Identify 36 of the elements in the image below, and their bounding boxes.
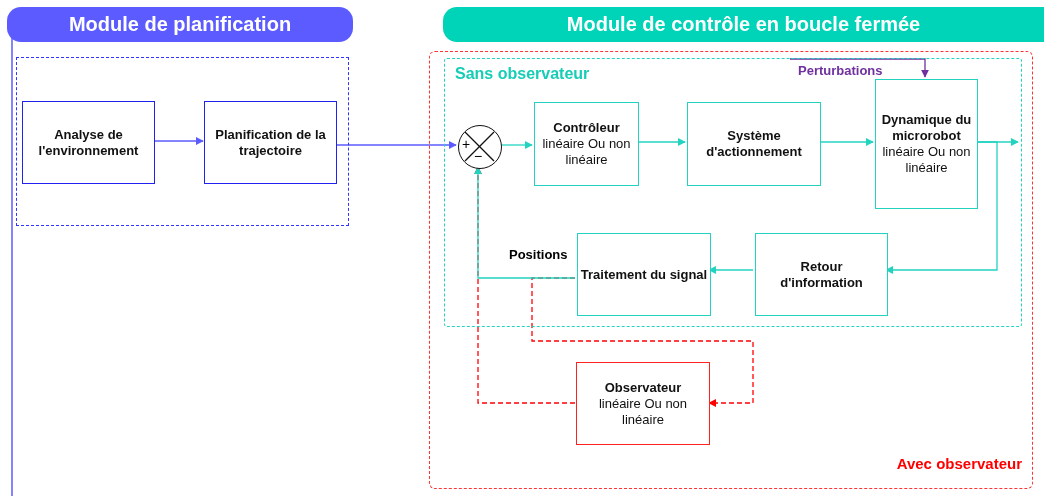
process-block [687,102,821,186]
block-text: linéaire Ou non linéaire [541,136,632,168]
block-text: linéaire Ou non linéaire [597,395,689,428]
group-frame [429,51,1033,489]
block-text: linéaire Ou non linéaire [881,144,972,176]
process-block [204,101,337,184]
process-block [875,79,978,209]
edge-label: Positions [507,247,570,262]
block-title: Planification de la trajectoire [214,126,327,159]
process-block [755,233,888,316]
arrow [153,137,204,145]
block-title: Retour d'information [779,258,864,291]
arrow [335,141,457,149]
section-header [443,7,1044,42]
header-title: Module de contrôle en boucle fermée [566,13,921,36]
disturbance-text: Perturbations [798,63,883,78]
process-block [22,101,155,184]
block-title: Observateur [604,379,682,396]
process-block [576,362,710,445]
process-block [534,102,639,186]
section-header [7,7,353,42]
arrow [531,277,754,407]
block-title: Système d'actionnement [705,128,803,160]
block-title: Traitement du signal [580,266,708,283]
summing-junction [458,125,502,169]
header-title: Module de planification [68,13,292,36]
group-title: Avec observateur [896,455,1022,472]
block-title: Analyse de l'environnement [37,126,140,159]
minus-sign: − [474,149,483,163]
block-title: Contrôleur [553,120,620,136]
group-frame [16,57,349,226]
process-block [577,233,711,316]
group-title: Sans observateur [455,65,590,83]
plus-sign: + [462,137,471,151]
arrow [789,58,929,78]
group-frame [444,58,1022,327]
